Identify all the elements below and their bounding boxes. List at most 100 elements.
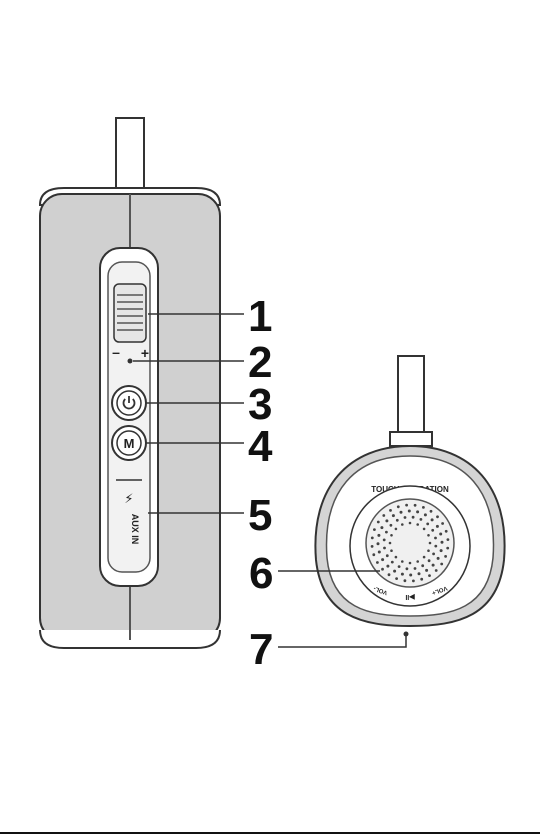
grille-dot — [385, 519, 388, 522]
top-strap — [398, 356, 424, 444]
grille-dot — [421, 564, 424, 567]
grille-dot — [388, 573, 391, 576]
grille-dot — [420, 578, 423, 581]
grille-dot — [401, 560, 404, 563]
grille-dot — [441, 522, 444, 525]
grille-dot — [390, 549, 393, 552]
grille-dot — [409, 574, 412, 577]
grille-dot — [395, 556, 398, 559]
grille-dot — [408, 510, 411, 513]
grille-dot — [434, 537, 437, 540]
grille-dot — [423, 556, 426, 559]
aux-in-label: AUX IN — [130, 514, 140, 545]
grille-dot — [404, 579, 407, 582]
grille-dot — [431, 529, 434, 532]
grille-dot — [397, 505, 400, 508]
grille-dot — [404, 516, 407, 519]
top-strap-clip — [390, 432, 432, 446]
grille-dot — [395, 528, 398, 531]
power-button — [112, 386, 146, 420]
speaker-top-view: TOUCH OPERATION VOL- ▶II VOL+ — [315, 356, 504, 637]
grille-dot — [398, 565, 401, 568]
grille-dot — [406, 567, 409, 570]
grille-dot — [445, 530, 448, 533]
grille-dot — [382, 514, 385, 517]
grille-dot — [390, 524, 393, 527]
grille-dot — [392, 514, 395, 517]
grille-dot — [416, 523, 419, 526]
grille-dot — [381, 558, 384, 561]
grille-dot — [420, 518, 423, 521]
grille-dot — [418, 572, 421, 575]
grille-dot — [441, 541, 444, 544]
bottom-point — [404, 632, 409, 637]
grille-dot — [401, 573, 404, 576]
grille-dot — [432, 564, 435, 567]
grille-dot — [377, 521, 380, 524]
grille-dot — [414, 504, 417, 507]
grille-dot — [432, 553, 435, 556]
callout-5: 5 — [248, 491, 272, 540]
grille-dot — [401, 523, 404, 526]
grille-dot — [377, 542, 380, 545]
grille-dot — [440, 549, 443, 552]
grille-dot — [427, 549, 430, 552]
speaker-side-view: – + M ⚡ AUX IN — [40, 118, 220, 648]
grille-dot — [385, 531, 388, 534]
grille-dot — [381, 568, 384, 571]
grille-dot — [414, 567, 417, 570]
grille-dot — [427, 534, 430, 537]
grille-dot — [412, 580, 415, 583]
leader-7 — [278, 636, 406, 647]
grille-dot — [373, 528, 376, 531]
grille-dot — [437, 557, 440, 560]
grille-dot — [395, 577, 398, 580]
bottom-rule — [0, 832, 540, 834]
grille-dot — [391, 561, 394, 564]
grille-dot — [424, 513, 427, 516]
grille-dot — [439, 533, 442, 536]
grille-dot — [386, 554, 389, 557]
grille-dot — [389, 509, 392, 512]
grille-dot — [416, 560, 419, 563]
charge-icon: ⚡ — [124, 492, 133, 507]
grille-dot — [409, 522, 412, 525]
grille-dot — [405, 504, 408, 507]
grille-dot — [409, 562, 412, 565]
grille-dot — [428, 559, 431, 562]
grille-dot — [436, 515, 439, 518]
callout-6: 6 — [249, 549, 273, 598]
mode-icon: M — [124, 436, 135, 451]
grille-dot — [436, 525, 439, 528]
grille-dot — [431, 518, 434, 521]
grille-dot — [429, 542, 432, 545]
grille-dot — [447, 538, 450, 541]
grille-dot — [378, 551, 381, 554]
grille-dot — [383, 539, 386, 542]
grille-dot — [400, 511, 403, 514]
mode-button: M — [112, 426, 146, 460]
grille-dot — [377, 534, 380, 537]
status-led — [128, 359, 133, 364]
ring-center-label: ▶II — [405, 593, 415, 600]
volume-roller — [114, 284, 146, 342]
grille-dot — [389, 542, 392, 545]
grille-dot — [422, 506, 425, 509]
grille-dot — [435, 569, 438, 572]
grille-dot — [390, 534, 393, 537]
grille-dot — [383, 547, 386, 550]
grille-dot — [428, 574, 431, 577]
grille-dot — [434, 545, 437, 548]
grille-dot — [440, 563, 443, 566]
plus-label: + — [141, 345, 149, 361]
grille-dot — [372, 553, 375, 556]
grille-dot — [423, 528, 426, 531]
grille-dot — [376, 561, 379, 564]
grille-dot — [371, 537, 374, 540]
callout-1: 1 — [248, 292, 272, 341]
grille-dot — [412, 516, 415, 519]
callout-7: 7 — [249, 625, 273, 674]
grille-dot — [380, 526, 383, 529]
grille-dot — [416, 510, 419, 513]
